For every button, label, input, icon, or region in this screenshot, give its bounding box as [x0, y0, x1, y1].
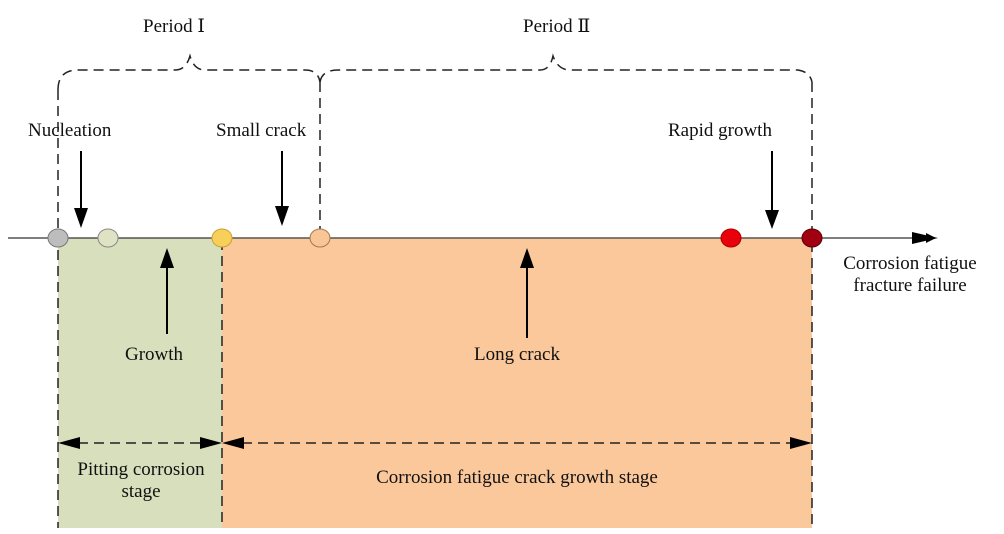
fracture-failure-label: Corrosion fatigue fracture failure: [810, 253, 1004, 297]
period-1-label: Period Ⅰ: [143, 16, 205, 37]
rapid-growth-point: [720, 228, 742, 248]
long-crack-arrowhead: [520, 248, 534, 268]
pitting-span-left-head: [58, 437, 80, 449]
crack-growth-stage-label: Corrosion fatigue crack growth stage: [376, 467, 658, 488]
nucleation-arrowhead: [74, 208, 88, 228]
rapid-growth-arrowhead: [765, 210, 779, 229]
crack-growth-stage-region: [222, 238, 812, 528]
period-1-brace: [57, 53, 321, 91]
period-2-label: Period Ⅱ: [523, 16, 591, 37]
rapid-growth-label: Rapid growth: [668, 120, 772, 141]
growth-point: [97, 228, 119, 248]
nucleation-point: [47, 228, 69, 248]
small-crack-label: Small crack: [216, 120, 307, 141]
long-crack-label: Long crack: [474, 344, 560, 365]
pitting-stage-label: Pitting corrosion stage: [56, 459, 226, 503]
crack-span-right-head: [790, 437, 812, 449]
fracture-point: [801, 228, 823, 248]
crack-span-left-head: [222, 437, 244, 449]
pitting-stage-line-2: stage: [121, 481, 161, 502]
small-crack-point: [309, 228, 331, 248]
pit-to-crack-point: [211, 228, 233, 248]
fracture-failure-line-2: fracture failure: [853, 275, 967, 296]
pitting-span-right-head: [200, 437, 222, 449]
axis-arrowhead: [912, 232, 938, 244]
pitting-stage-region: [58, 238, 222, 528]
fracture-failure-line-1: Corrosion fatigue: [843, 253, 977, 274]
pitting-stage-line-1: Pitting corrosion: [77, 459, 205, 480]
small-crack-arrowhead: [275, 206, 289, 226]
period-2-brace: [319, 53, 813, 83]
nucleation-label: Nucleation: [28, 120, 112, 141]
growth-arrowhead: [160, 248, 174, 268]
growth-label: Growth: [125, 344, 184, 365]
